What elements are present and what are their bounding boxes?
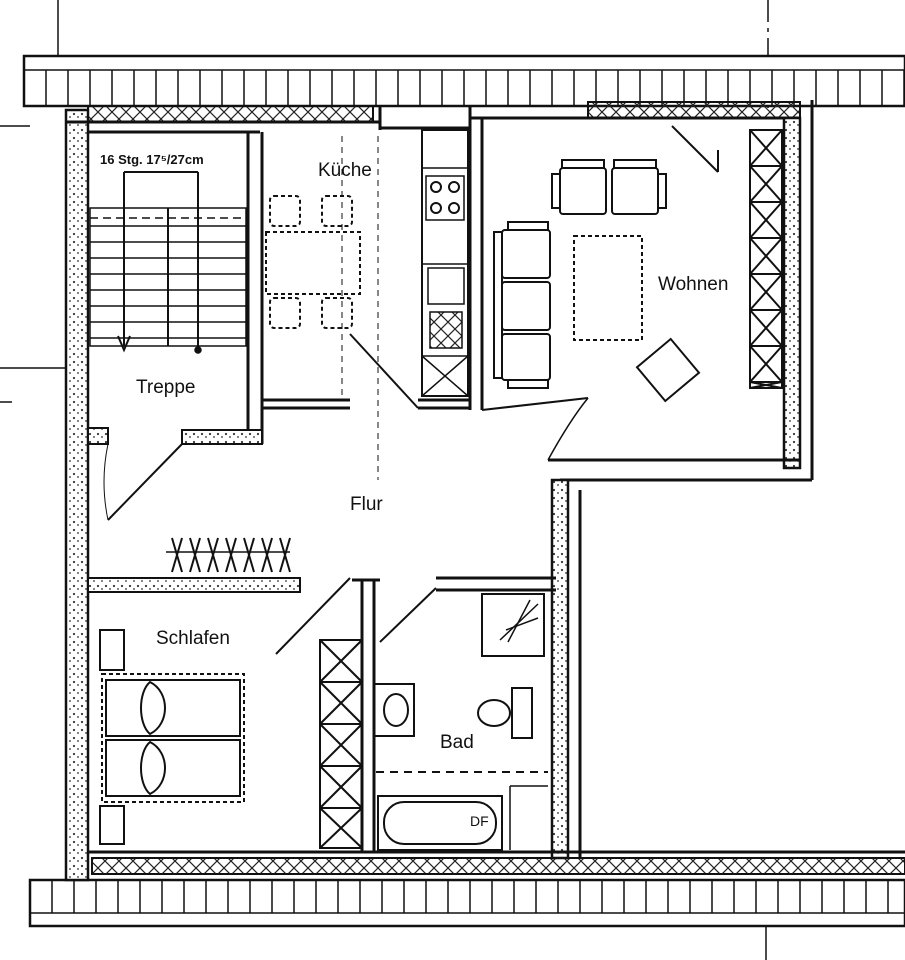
room-label-flur: Flur — [350, 494, 383, 515]
kitchen-furniture — [265, 129, 469, 480]
room-label-kueche: Küche — [318, 160, 372, 181]
stair-note: 16 Stg. 17⁵/27cm — [100, 152, 204, 167]
room-label-treppe: Treppe — [136, 377, 196, 398]
living-room-furniture — [493, 129, 783, 403]
bedroom-furniture — [99, 537, 363, 849]
staircase — [89, 171, 247, 354]
room-label-schlafen: Schlafen — [156, 628, 230, 649]
room-label-bad: Bad — [440, 732, 474, 753]
bathroom-fixtures — [373, 593, 548, 851]
fixture-label-df: DF — [470, 813, 489, 829]
roof-strip-top — [22, 54, 905, 108]
door-swings — [103, 125, 719, 655]
room-label-wohnen: Wohnen — [658, 274, 728, 295]
insulation-bands — [87, 101, 905, 875]
walls — [64, 100, 905, 882]
roof-strip-bottom — [28, 878, 905, 928]
